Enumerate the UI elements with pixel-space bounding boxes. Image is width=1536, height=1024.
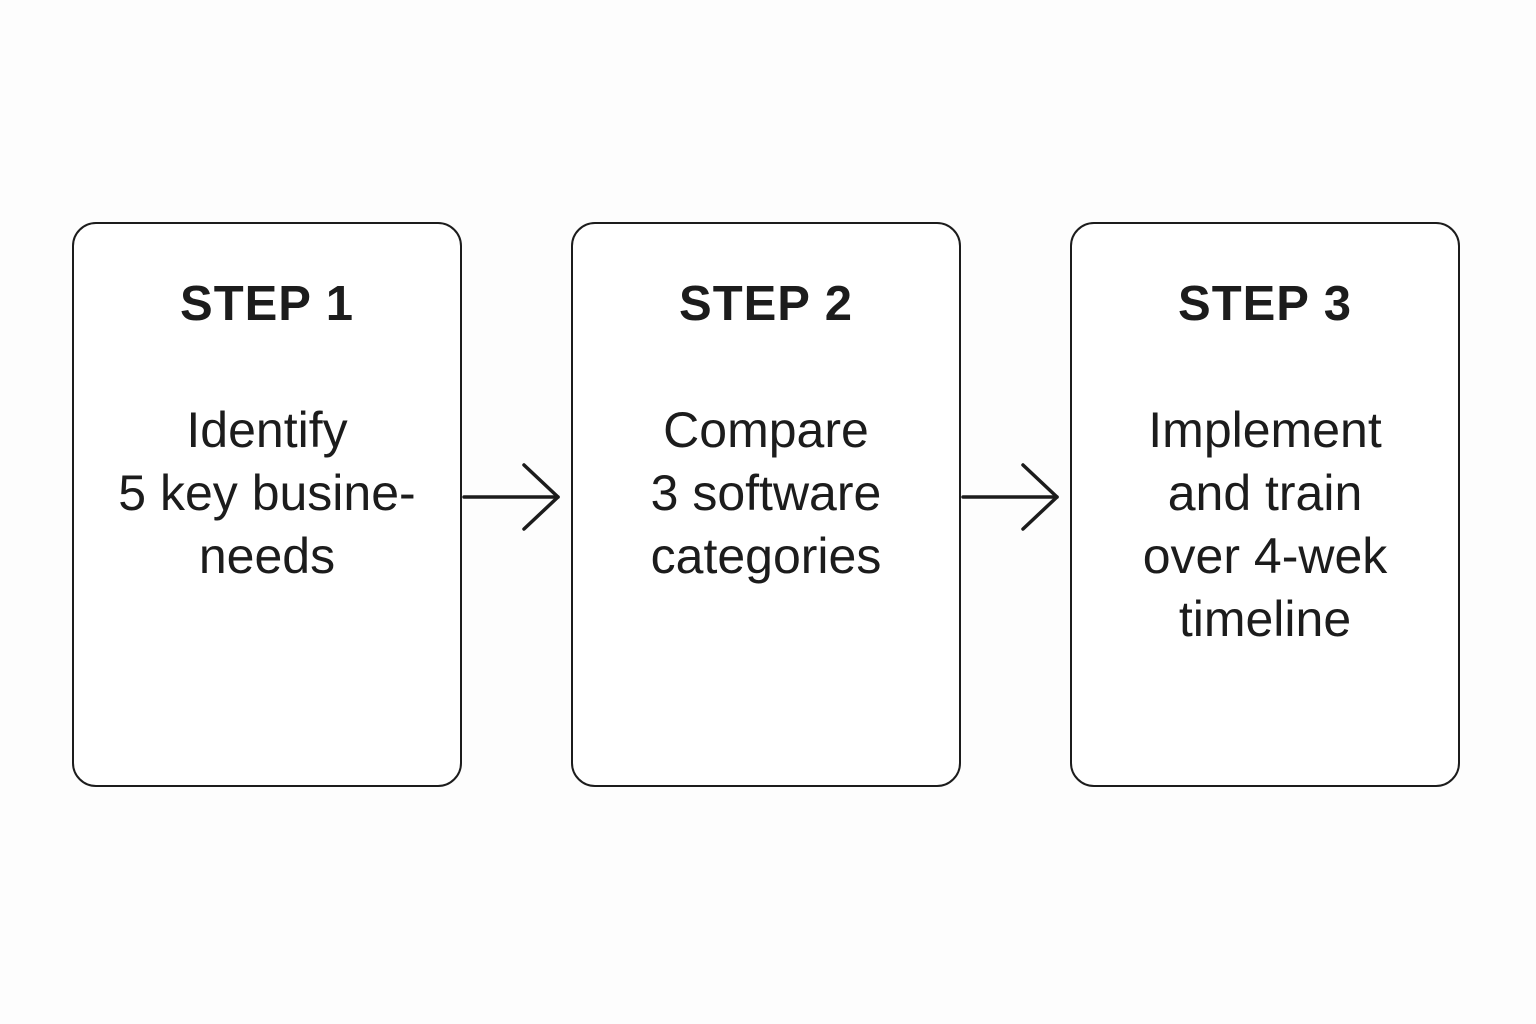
step-1-box: STEP 1 Identify 5 key busine- needs [72,222,462,787]
step-3-line-3: over 4-wek [1142,528,1388,584]
arrow-right-icon [462,463,560,531]
step-1-description: Identify 5 key busine- needs [74,399,460,588]
step-2-title: STEP 2 [679,277,853,331]
step-1-title: STEP 1 [180,277,354,331]
step-1-line-2: 5 key busine- [118,465,416,521]
step-3-title: STEP 3 [1178,277,1352,331]
arrow-right-icon [961,463,1059,531]
step-3-description: Implement and train over 4-wek timeline [1072,399,1458,651]
step-2-description: Compare 3 software categories [573,399,959,588]
step-3-line-1: Implement [1148,402,1382,458]
step-3-line-2: and train [1167,465,1363,521]
step-1-line-1: Identify [186,402,348,458]
step-3-box: STEP 3 Implement and train over 4-wek ti… [1070,222,1460,787]
step-3-line-4: timeline [1178,591,1352,647]
step-2-line-2: 3 software [650,465,882,521]
step-2-line-1: Compare [663,402,869,458]
step-2-box: STEP 2 Compare 3 software categories [571,222,961,787]
step-1-line-3: needs [198,528,336,584]
step-2-line-3: categories [650,528,882,584]
